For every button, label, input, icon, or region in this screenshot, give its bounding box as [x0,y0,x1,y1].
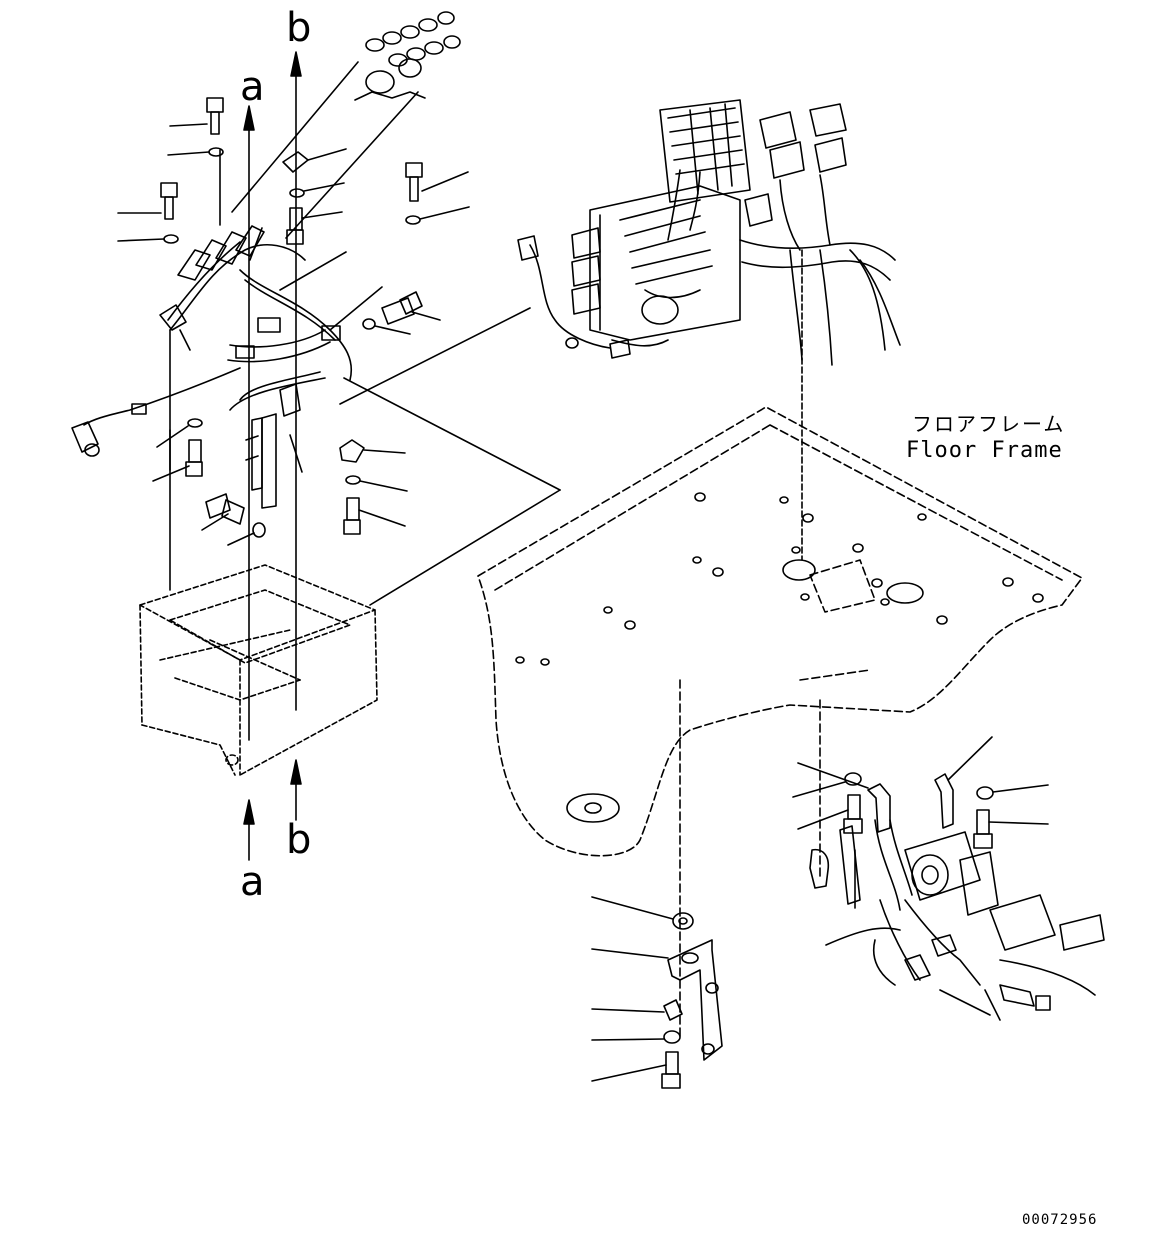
washer-right-1 [405,206,470,225]
washer-lower-1 [792,772,862,798]
washer-left-4 [227,522,266,546]
arrow-a-bottom [243,799,255,861]
arrow-b-bottom [290,759,302,821]
clamp-right [339,439,406,463]
sensor-cable [71,367,241,457]
floor-frame-inner [494,424,1063,1041]
arrow-b-top [290,51,302,711]
arrow-label-a-top: a [240,64,265,110]
arrow-a-top [243,105,255,741]
nut-lower-2 [591,999,683,1021]
bolt-lower-3 [591,1051,681,1089]
arrow-label-b-bottom: b [286,817,312,863]
washer-mid-1 [289,182,345,198]
bolt-left-2 [117,182,178,220]
washer-side-1 [362,318,411,335]
clamp-top [282,148,347,173]
floor-frame-holes [515,492,1044,823]
bolt-left-1 [169,97,224,135]
washer-right-2 [345,475,408,492]
washer-left-3 [156,418,203,448]
bracket-lower [591,939,723,1061]
washer-lower-2 [976,784,1049,800]
floor-frame-outline [477,406,1083,857]
arrow-label-b-top: b [286,5,312,51]
clamp-lower-2 [934,736,993,829]
drawing-number: 00072956 [1022,1212,1098,1228]
bolt-left-3 [152,439,203,482]
washer-lower-3 [591,1030,681,1044]
bolt-side-1 [381,291,441,325]
harness-right-top [739,103,901,561]
washer-left-2 [117,234,179,244]
floor-frame-label-jp: フロアフレーム [912,412,1066,436]
box-bracket [139,564,378,776]
bolt-mid-1 [286,207,343,245]
nut-lower [591,896,694,930]
connector-cluster-top [231,11,461,239]
bolt-right-1 [405,162,469,202]
floor-frame-label-en: Floor Frame [906,438,1063,463]
washer-left-1 [167,147,224,157]
bolt-left-4 [201,493,245,531]
pump-assembly [809,819,1105,1021]
arrow-label-a-bottom: a [240,859,265,905]
wiring-harness-left [159,225,383,509]
bolt-right-2 [343,497,406,535]
relay-fuse-block [517,99,751,359]
center-lines [169,149,561,606]
bolt-lower-2 [973,809,1049,849]
